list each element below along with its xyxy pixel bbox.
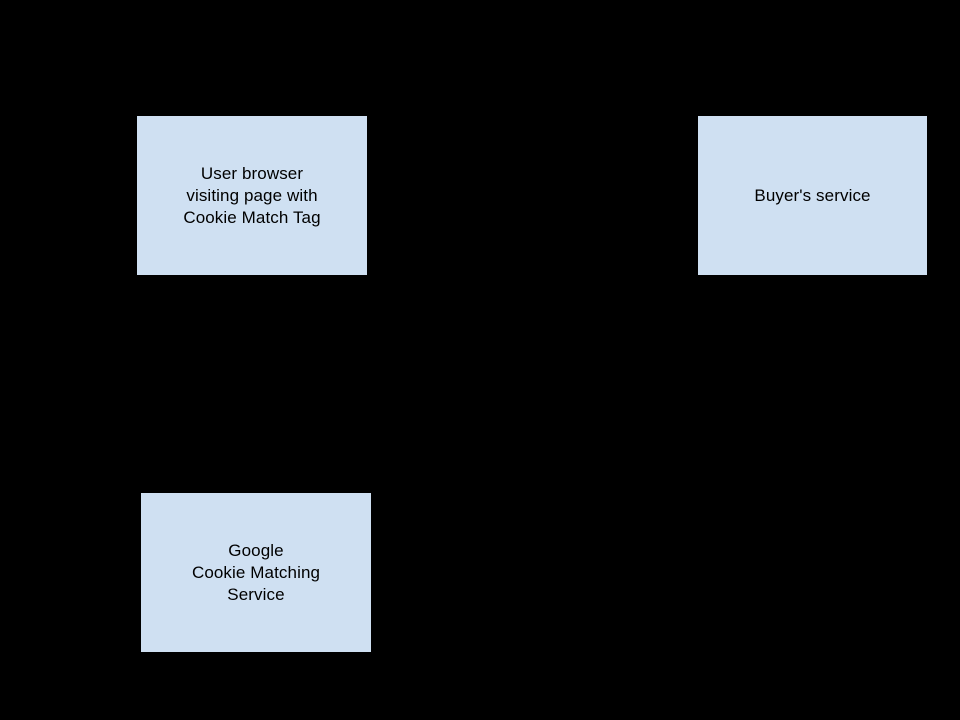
diagram-node-buyers-service-label: Buyer's service: [754, 185, 871, 205]
diagram-node-google-cookie-matching-service[interactable]: Google Cookie Matching Service: [140, 492, 372, 653]
diagram-node-buyers-service[interactable]: Buyer's service: [697, 115, 928, 276]
diagram-node-google-cookie-matching-service-label: Google Cookie Matching Service: [191, 540, 321, 604]
diagram-node-user-browser-label: User browser visiting page with Cookie M…: [183, 163, 321, 227]
diagram-node-user-browser[interactable]: User browser visiting page with Cookie M…: [136, 115, 368, 276]
